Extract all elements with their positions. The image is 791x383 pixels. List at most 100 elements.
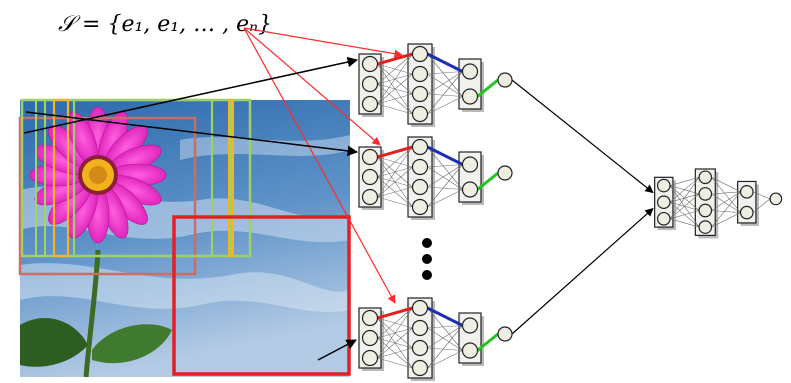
set-formula: 𝒮 = {e₁, e₁, … , eₙ} (58, 12, 273, 37)
node (698, 203, 713, 218)
edge (377, 53, 413, 85)
edge (427, 327, 463, 351)
edge (427, 73, 463, 97)
highlight-edge-green (476, 332, 499, 352)
node (461, 181, 479, 198)
node (361, 95, 379, 113)
edge (377, 166, 413, 198)
neural-network-icon (358, 136, 513, 220)
highlight-edge-green (476, 78, 499, 98)
node (411, 85, 429, 103)
edge (711, 177, 741, 213)
output-node (497, 326, 513, 342)
node (461, 88, 479, 105)
node (656, 211, 671, 226)
node (698, 220, 713, 234)
black-arrow (317, 339, 357, 361)
highlight-edge-red (377, 52, 413, 66)
edge (427, 325, 463, 369)
node (411, 359, 429, 377)
highlight-edge-blue (426, 306, 464, 327)
red-arrow (243, 27, 381, 146)
edge (669, 177, 700, 219)
edge (377, 53, 413, 105)
node (361, 168, 379, 186)
edge (427, 71, 463, 75)
node (411, 138, 429, 156)
node (461, 63, 479, 80)
edge (377, 186, 413, 198)
black-arrow (23, 56, 359, 134)
edge (427, 93, 463, 97)
highlight-edge-blue (426, 52, 464, 73)
edge (427, 166, 463, 190)
black-arrow (511, 79, 654, 194)
edge (427, 189, 463, 208)
edge (427, 347, 463, 351)
highlight-edge-green (476, 171, 499, 191)
node (411, 299, 429, 317)
node (461, 342, 479, 359)
node (361, 349, 379, 367)
node (656, 178, 671, 193)
black-arrow (511, 207, 654, 335)
edge (427, 146, 463, 190)
edge (752, 198, 771, 213)
flower-photo (20, 100, 350, 378)
highlight-edge-red (377, 145, 413, 159)
red-arrow (243, 27, 396, 304)
node (411, 65, 429, 83)
edge (427, 164, 463, 208)
edge (669, 177, 700, 203)
connection-arrows (23, 27, 654, 361)
edge (669, 210, 700, 220)
ellipsis-dots (422, 238, 432, 280)
node (656, 195, 671, 210)
edge (377, 93, 413, 105)
edge (427, 350, 463, 369)
output-node (497, 72, 513, 88)
red-arrow (243, 27, 403, 58)
edge (427, 186, 463, 190)
edge (711, 191, 741, 195)
crop-boxes (18, 98, 351, 376)
node (411, 178, 429, 196)
edge (427, 96, 463, 115)
network-group (358, 43, 783, 381)
edge (669, 177, 700, 186)
edge (427, 164, 463, 168)
edge (427, 325, 463, 329)
edge (377, 327, 413, 359)
node (739, 205, 754, 220)
edge (377, 307, 413, 359)
node (411, 319, 429, 337)
node (461, 156, 479, 173)
edge (377, 307, 413, 339)
node (361, 75, 379, 93)
neural-network-icon (654, 168, 783, 239)
edge (427, 164, 463, 188)
node (411, 158, 429, 176)
edge (711, 210, 741, 213)
edge (377, 103, 413, 115)
edge (427, 325, 463, 349)
node (361, 309, 379, 327)
edge (669, 218, 700, 228)
edge (427, 71, 463, 115)
edge (711, 177, 741, 193)
output-node (769, 192, 783, 206)
edge (752, 191, 771, 200)
node (698, 187, 713, 201)
node (361, 148, 379, 166)
node (461, 317, 479, 334)
node (361, 329, 379, 347)
node (411, 198, 429, 216)
edge (427, 71, 463, 95)
neural-network-icon (358, 43, 513, 127)
neural-network-icon (358, 297, 513, 381)
layer-box (694, 168, 716, 237)
edge (711, 212, 741, 228)
node (361, 55, 379, 73)
